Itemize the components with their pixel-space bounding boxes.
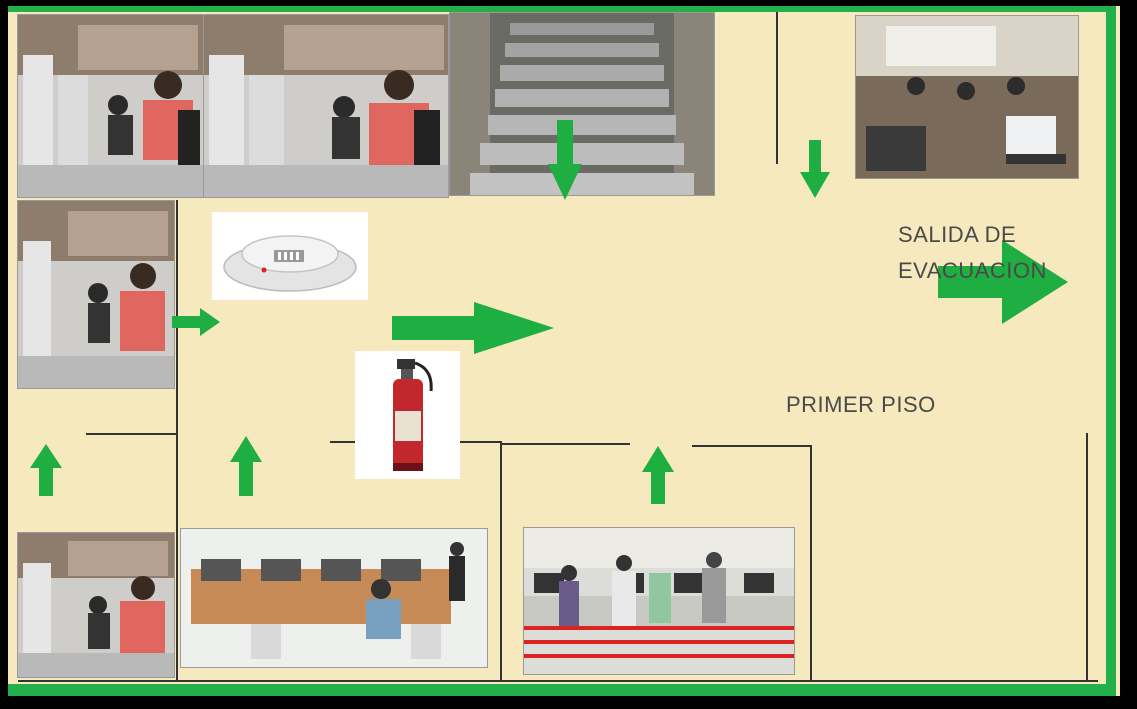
wall [18,680,1098,682]
smoke-detector-icon [212,212,368,300]
classroom-photo [855,15,1079,179]
wall [1086,433,1088,681]
arrow-right-icon [392,302,554,354]
arrow-down-icon [800,140,830,198]
wall [500,441,502,681]
wall [810,445,812,681]
workstation-photo [180,528,488,668]
floor-label: PRIMER PISO [786,392,936,417]
wall [776,12,778,164]
office-photo [203,14,449,198]
arrow-right-icon [172,308,220,336]
arrow-down-icon [548,120,582,200]
exit-label-line1: SALIDA DE [898,222,1017,247]
stairs-photo [449,12,715,196]
arrow-right-icon [938,240,1068,324]
office-photo [17,200,175,389]
wall [500,443,630,445]
office-photo [17,532,175,678]
frame-right [1106,6,1116,696]
office-photo [17,14,205,198]
fire-extinguisher-icon [355,351,460,479]
wall [86,433,178,435]
wall [692,445,812,447]
arrow-up-icon [642,446,674,504]
wall [176,200,178,680]
service-counter-photo [523,527,795,675]
arrow-up-icon [30,444,62,496]
exit-label-line2: EVACUACION [898,258,1047,283]
arrow-up-icon [230,436,262,496]
frame-bottom [8,684,1116,696]
frame-top [8,6,1116,12]
